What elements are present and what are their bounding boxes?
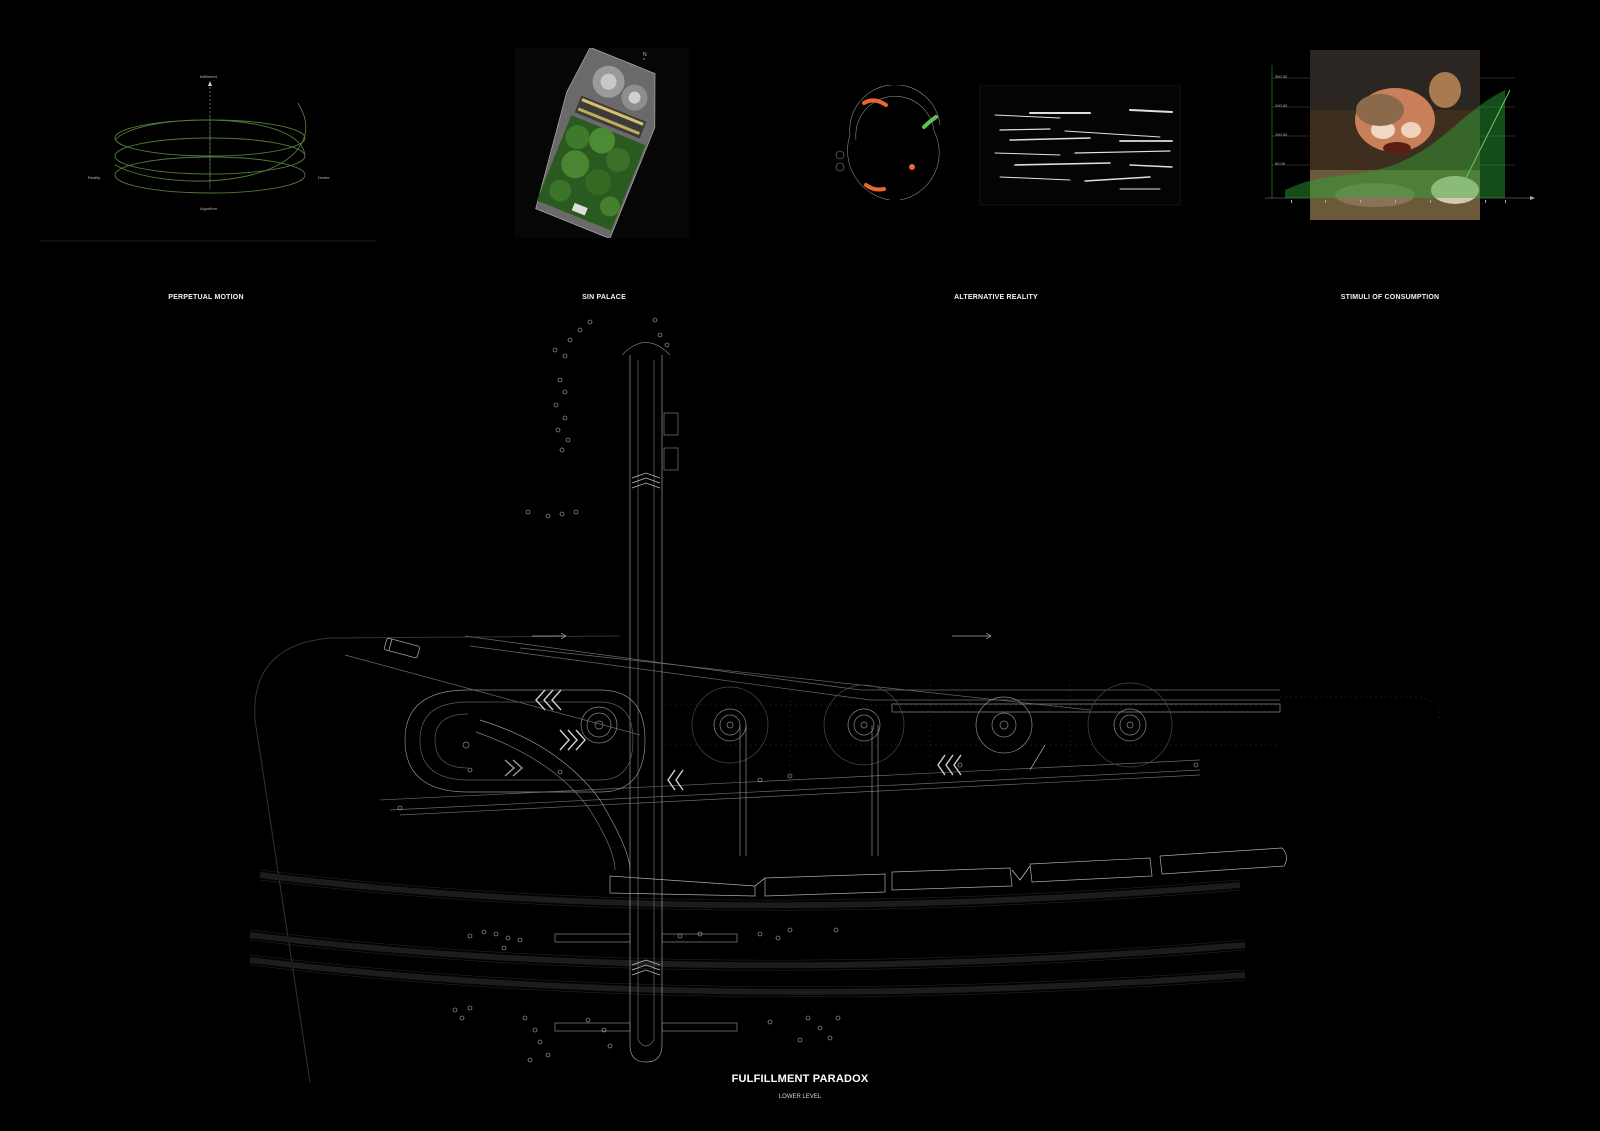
plan-title: FULFILLMENT PARADOX — [731, 1073, 869, 1085]
spiral-bottom-label: Algorithm — [200, 206, 217, 211]
spiral-left-label: Reality — [88, 175, 101, 180]
ring-diagram — [835, 84, 941, 201]
y-tick-label: 300.00 — [1275, 74, 1288, 79]
north-label: N — [643, 52, 647, 58]
y-tick-label: 100.00 — [1275, 132, 1288, 137]
disc-3 — [823, 684, 905, 856]
pedestrian-dots — [397, 317, 1199, 1063]
ramp-lines — [344, 635, 1281, 816]
chevrons-spine — [631, 472, 661, 976]
sin-palace-panel: N ^ — [515, 46, 690, 240]
disc-5 — [1087, 682, 1173, 768]
chevrons-ramp — [504, 689, 962, 791]
stimuli-chart — [1265, 50, 1535, 220]
disc-4 — [975, 696, 1033, 754]
vehicle-icon — [384, 637, 420, 659]
y-tick-label: 50.00 — [1275, 161, 1286, 166]
caption-sin-palace: SIN PALACE — [582, 294, 626, 301]
loop-racetrack — [404, 689, 646, 871]
y-tick-label: 200.00 — [1275, 103, 1288, 108]
train — [609, 847, 1287, 897]
site-boundary — [254, 635, 621, 1083]
light-streaks — [994, 109, 1173, 190]
disc-2 — [691, 686, 769, 856]
alternative-reality-panel — [830, 84, 1210, 215]
disc-1 — [580, 706, 618, 744]
caption-perpetual-motion: PERPETUAL MOTION — [168, 294, 244, 301]
spiral-top-label: fulfillment — [200, 74, 217, 79]
spiral-right-label: Desire — [318, 175, 330, 180]
perpetual-motion-panel: fulfillment Reality Desire Algorithm — [40, 40, 380, 250]
spine-crossbars — [554, 933, 738, 1032]
stimuli-panel: 300.00 200.00 100.00 50.00 — [1265, 50, 1540, 225]
spiral-diagram — [40, 81, 376, 242]
vertical-spine — [621, 342, 679, 1063]
alternative-reality-diagram — [835, 84, 1181, 206]
caption-stimuli-of-consumption: STIMULI OF CONSUMPTION — [1340, 294, 1440, 301]
north-arrow-icon: ^ — [643, 58, 646, 64]
sin-palace-aerial — [515, 46, 690, 240]
direction-arrows — [532, 632, 992, 640]
caption-alternative-reality: ALTERNATIVE REALITY — [954, 294, 1038, 301]
plan-subtitle: LOWER LEVEL — [778, 1094, 822, 1100]
curved-bands — [249, 872, 1246, 995]
